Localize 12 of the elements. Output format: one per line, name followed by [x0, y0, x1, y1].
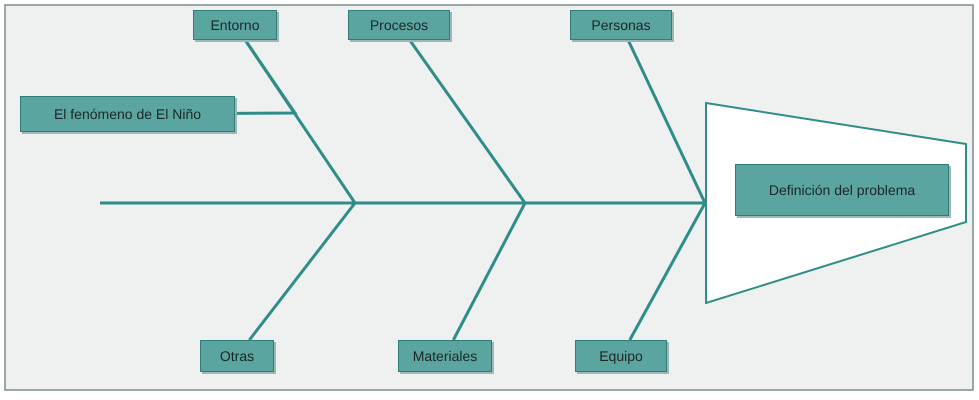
bone-line [626, 39, 706, 204]
cause-box: El fenómeno de El Niño [20, 96, 235, 132]
bone-line [628, 202, 706, 341]
cause-box: Definición del problema [735, 164, 949, 216]
cause-box: Otras [200, 340, 274, 372]
cause-box: Equipo [575, 340, 667, 372]
cause-box: Entorno [193, 10, 277, 40]
fish-head-shape [705, 102, 967, 304]
bone-line [235, 39, 298, 115]
cause-box: Materiales [398, 340, 492, 372]
cause-box: Personas [570, 10, 672, 40]
cause-box: Procesos [348, 10, 450, 40]
